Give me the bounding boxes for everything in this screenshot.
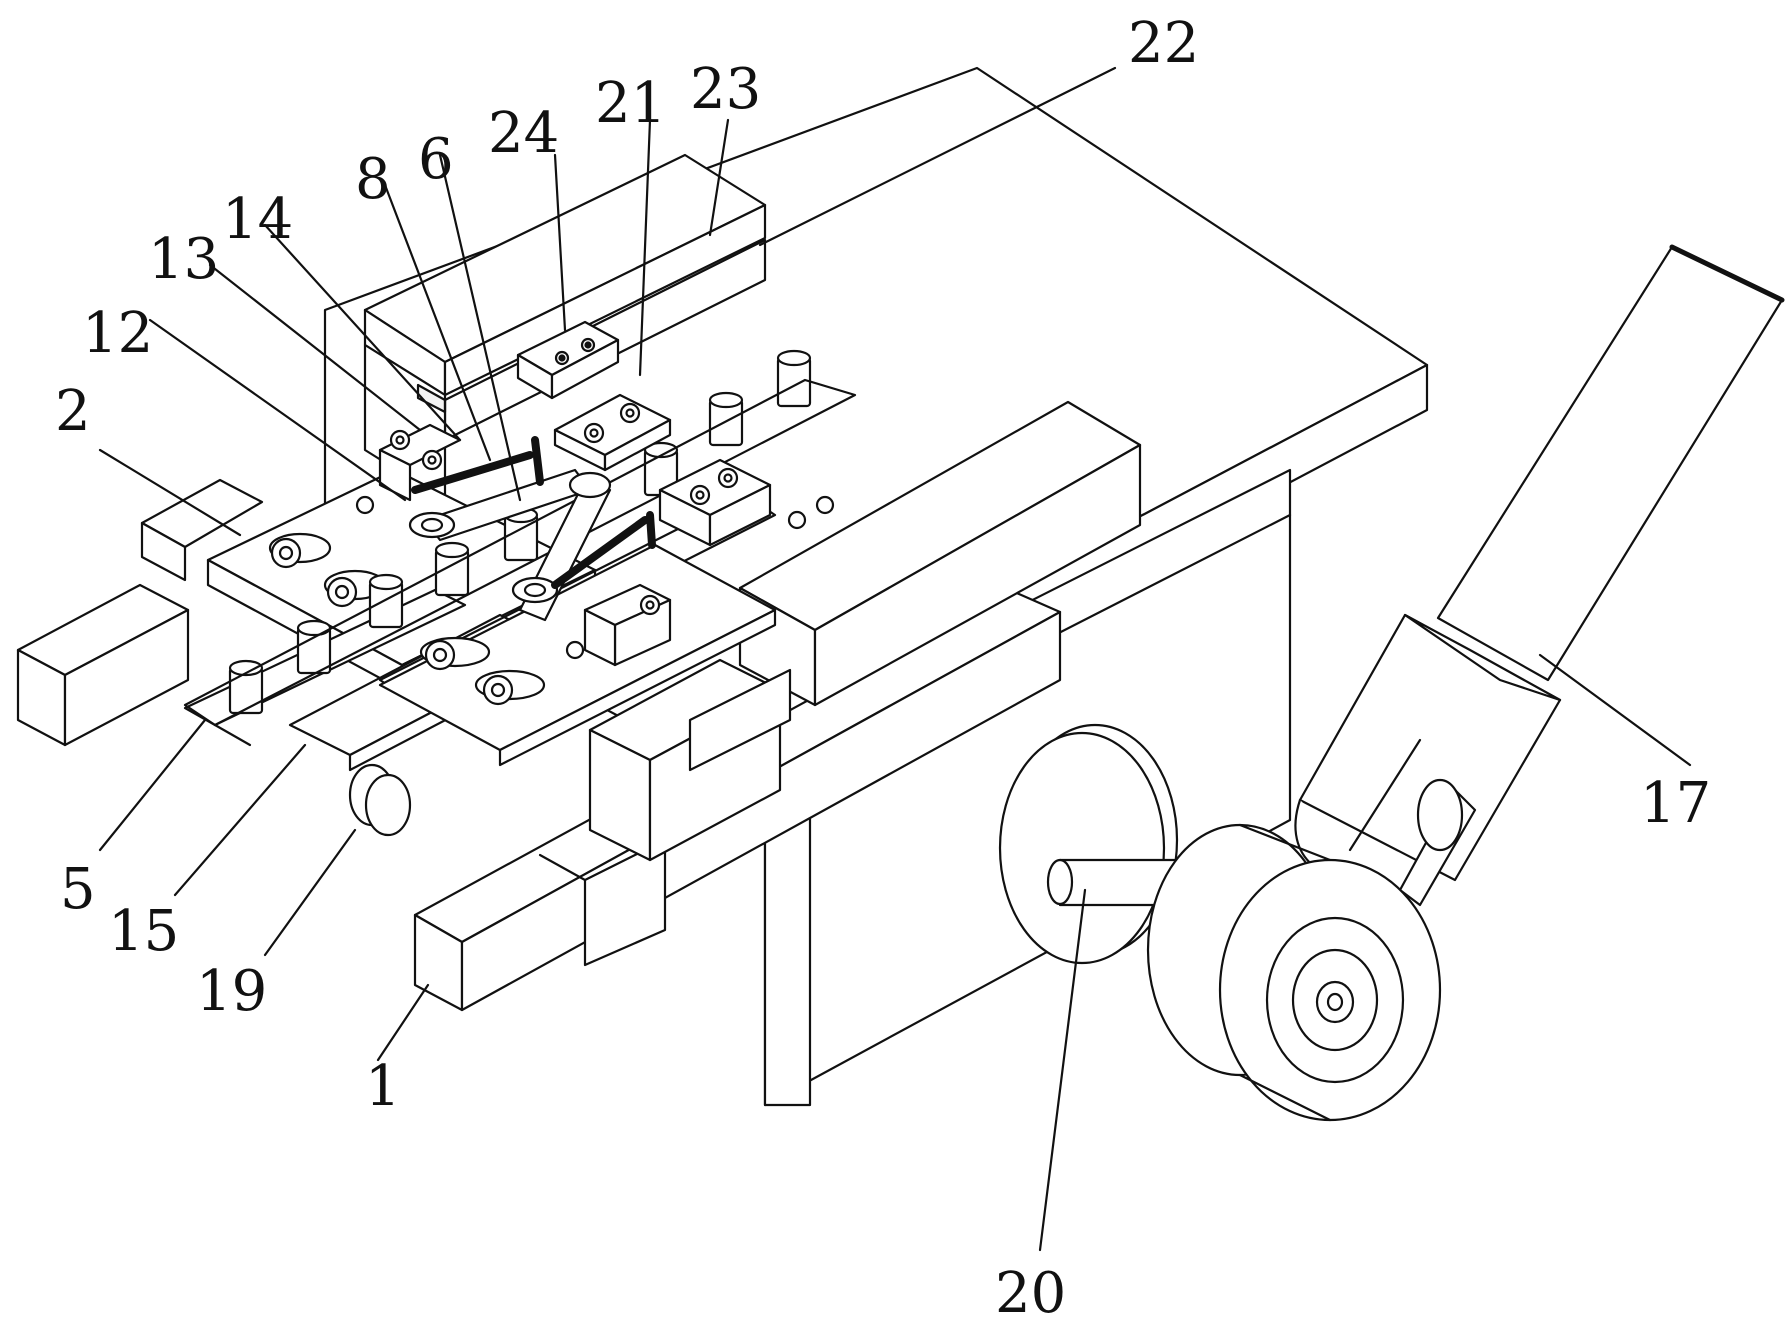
callout-5: 5 — [60, 857, 96, 922]
callout-1: 1 — [365, 1054, 401, 1119]
callout-19: 19 — [196, 959, 267, 1024]
callout-6: 6 — [418, 127, 454, 192]
callout-21: 21 — [595, 71, 666, 136]
callout-12: 12 — [82, 301, 153, 366]
callout-8: 8 — [355, 147, 391, 212]
callout-2: 2 — [55, 379, 91, 444]
callout-24: 24 — [488, 101, 559, 166]
callout-14: 14 — [222, 187, 293, 252]
callout-13: 13 — [148, 227, 219, 292]
callout-20: 20 — [995, 1261, 1066, 1323]
callout-23: 23 — [690, 57, 761, 122]
callout-15: 15 — [108, 899, 179, 964]
callout-22: 22 — [1128, 11, 1199, 76]
callout-17: 17 — [1640, 771, 1711, 836]
